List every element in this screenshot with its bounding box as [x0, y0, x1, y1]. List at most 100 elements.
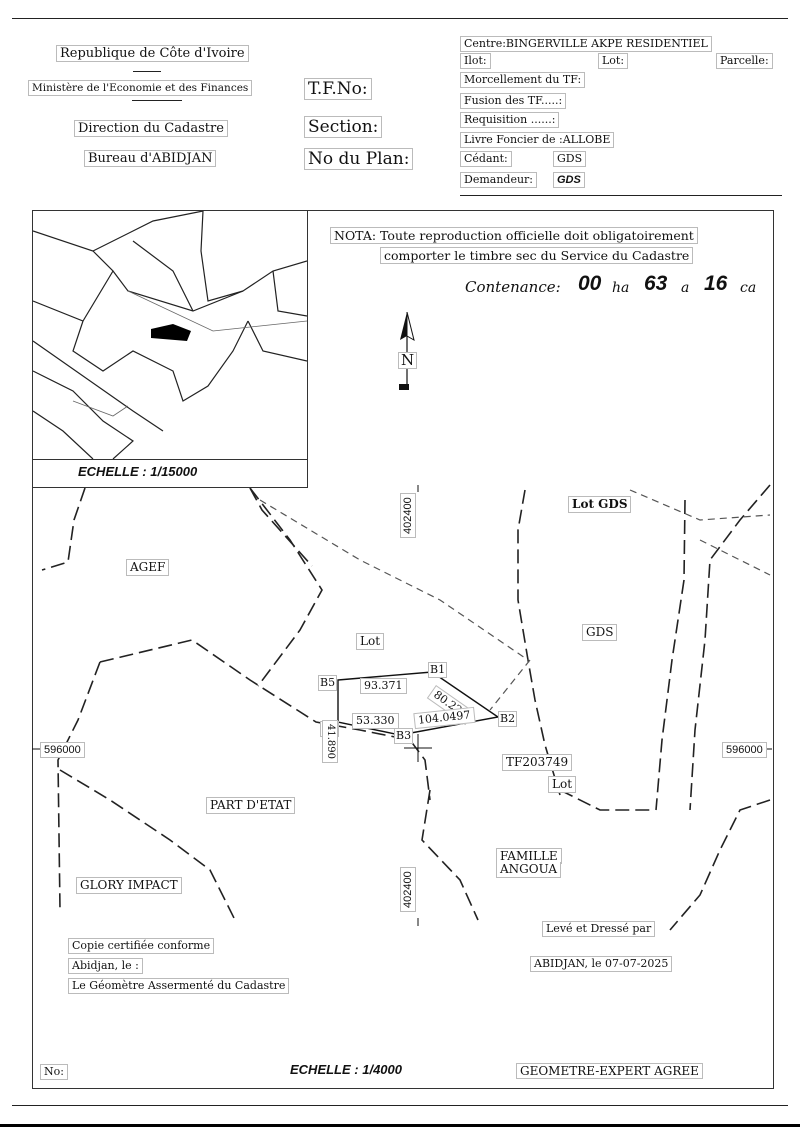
- contenance-ha-unit: ha: [612, 280, 630, 296]
- north-arrow-icon: [399, 312, 415, 390]
- label-angoua: ANGOUA: [496, 862, 561, 878]
- label-part-etat: PART D'ETAT: [206, 797, 296, 814]
- inset-line-4: [72, 320, 249, 402]
- footer-geometre: GEOMETRE-EXPERT AGREE: [516, 1063, 703, 1079]
- nota-line2: comporter le timbre sec du Service du Ca…: [380, 247, 694, 264]
- direction-label: Direction du Cadastre: [74, 120, 228, 137]
- label-lot-gds: Lot GDS: [568, 496, 632, 513]
- fusion-label: Fusion des TF.....:: [460, 93, 567, 109]
- inset-line-5: [33, 370, 134, 459]
- grid-label-x-bottom: 402400: [400, 867, 416, 912]
- inset-parcel-marker: [151, 324, 191, 341]
- inset-line-9: [132, 240, 194, 312]
- map-frame: [32, 210, 774, 1089]
- surveyor-leve: Levé et Dressé par: [542, 921, 656, 937]
- top-rule: [12, 18, 788, 19]
- inset-thin-2: [72, 400, 129, 417]
- inset-line-11: [33, 340, 164, 432]
- corner-b2: B2: [498, 711, 518, 727]
- cedant-value: GDS: [553, 151, 587, 167]
- north-label: N: [398, 352, 418, 369]
- centre-label: Centre:BINGERVILLE AKPE RESIDENTIEL: [460, 36, 712, 52]
- republic-label: Republique de Côte d'Ivoire: [56, 45, 249, 62]
- nota-line1: NOTA: Toute reproduction officielle doit…: [330, 227, 698, 244]
- contenance-ca-unit: ca: [740, 280, 757, 296]
- republic-underline: [133, 71, 161, 72]
- inset-line-2: [92, 211, 204, 252]
- header-right-rule: [460, 195, 782, 196]
- label-lot-2: Lot: [548, 776, 577, 793]
- boundary-thin-2: [629, 489, 771, 521]
- contenance-ca-value: 16: [704, 272, 728, 295]
- requisition-label: Requisition ......:: [460, 112, 560, 128]
- label-lot: Lot: [356, 633, 385, 650]
- label-gds: GDS: [582, 624, 618, 641]
- ilot-label: Ilot:: [460, 53, 491, 69]
- contenance-a-value: 63: [644, 272, 668, 295]
- distance-b5-b1: 93.371: [360, 678, 407, 694]
- corner-b1: B1: [428, 662, 448, 678]
- corner-b3: B3: [394, 728, 414, 744]
- bureau-label: Bureau d'ABIDJAN: [84, 150, 217, 167]
- contenance-label: Contenance:: [465, 278, 561, 296]
- parcelle-label: Parcelle:: [716, 53, 773, 69]
- cedant-label: Cédant:: [460, 151, 512, 167]
- boundary-lot-south: [249, 487, 313, 567]
- grid-label-y-right: 596000: [722, 742, 767, 758]
- ministry-label: Ministère de l'Economie et des Finances: [28, 80, 253, 96]
- inset-line-6: [33, 410, 94, 459]
- ministry-underline: [132, 100, 182, 101]
- livre-foncier-label: Livre Foncier de :ALLOBE: [460, 132, 615, 148]
- inset-line-8: [247, 320, 307, 362]
- inset-scale-bar: [32, 459, 308, 488]
- demandeur-value: GDS: [553, 172, 585, 188]
- label-famille: FAMILLE: [496, 848, 562, 864]
- bottom-rule: [12, 1105, 788, 1106]
- demandeur-label: Demandeur:: [460, 172, 538, 188]
- boundary-southeast: [669, 799, 771, 931]
- boundary-thin-3: [699, 539, 771, 576]
- morcellement-label: Morcellement du TF:: [460, 72, 586, 88]
- certification-line1: Copie certifiée conforme: [68, 938, 215, 954]
- parcel-polygon: [337, 671, 500, 736]
- footer-scale: ECHELLE : 1/4000: [290, 1062, 402, 1077]
- section-label: Section:: [304, 116, 383, 138]
- boundary-left-lower: [57, 661, 101, 911]
- inset-line-3: [112, 260, 307, 312]
- contenance-ha-value: 00: [578, 272, 602, 295]
- corner-b5: B5: [318, 675, 338, 691]
- distance-b4-b5: 41.890: [322, 720, 338, 763]
- boundary-gds-west: [517, 489, 561, 796]
- certification-line3: Le Géomètre Assermenté du Cadastre: [68, 978, 290, 994]
- inset-scale-label: ECHELLE : 1/15000: [78, 464, 198, 479]
- tf-no-label: T.F.No:: [304, 78, 372, 100]
- boundary-thin-1: [259, 499, 529, 661]
- boundary-gds-east: [655, 499, 686, 811]
- label-agef: AGEF: [126, 559, 170, 576]
- boundary-east: [689, 484, 771, 811]
- plan-no-label: No du Plan:: [304, 148, 414, 170]
- inset-thin-1: [127, 290, 307, 332]
- footer-no: No:: [40, 1064, 68, 1080]
- inset-line-1: [33, 230, 114, 322]
- inset-line-10: [272, 270, 307, 317]
- lot-label: Lot:: [598, 53, 629, 69]
- grid-label-y-left: 596000: [40, 742, 85, 758]
- label-tf: TF203749: [502, 754, 573, 771]
- grid-label-x-top: 402400: [400, 493, 416, 538]
- boundary-west: [41, 487, 86, 571]
- boundary-agef-east: [249, 487, 323, 687]
- boundary-center-east: [421, 789, 479, 921]
- boundary-thin-4: [489, 659, 531, 711]
- boundary-diag: [59, 769, 236, 921]
- contenance-a-unit: a: [681, 280, 690, 296]
- distance-b3-b4: 53.330: [352, 713, 399, 729]
- inset-line-7: [200, 211, 244, 302]
- bottom-rule-dark: [0, 1124, 800, 1127]
- label-glory-impact: GLORY IMPACT: [76, 877, 182, 894]
- surveyor-date: ABIDJAN, le 07-07-2025: [530, 956, 673, 972]
- inset-map-drawing: [33, 211, 307, 459]
- boundary-south-gds: [559, 789, 655, 811]
- certification-line2: Abidjan, le :: [68, 958, 143, 974]
